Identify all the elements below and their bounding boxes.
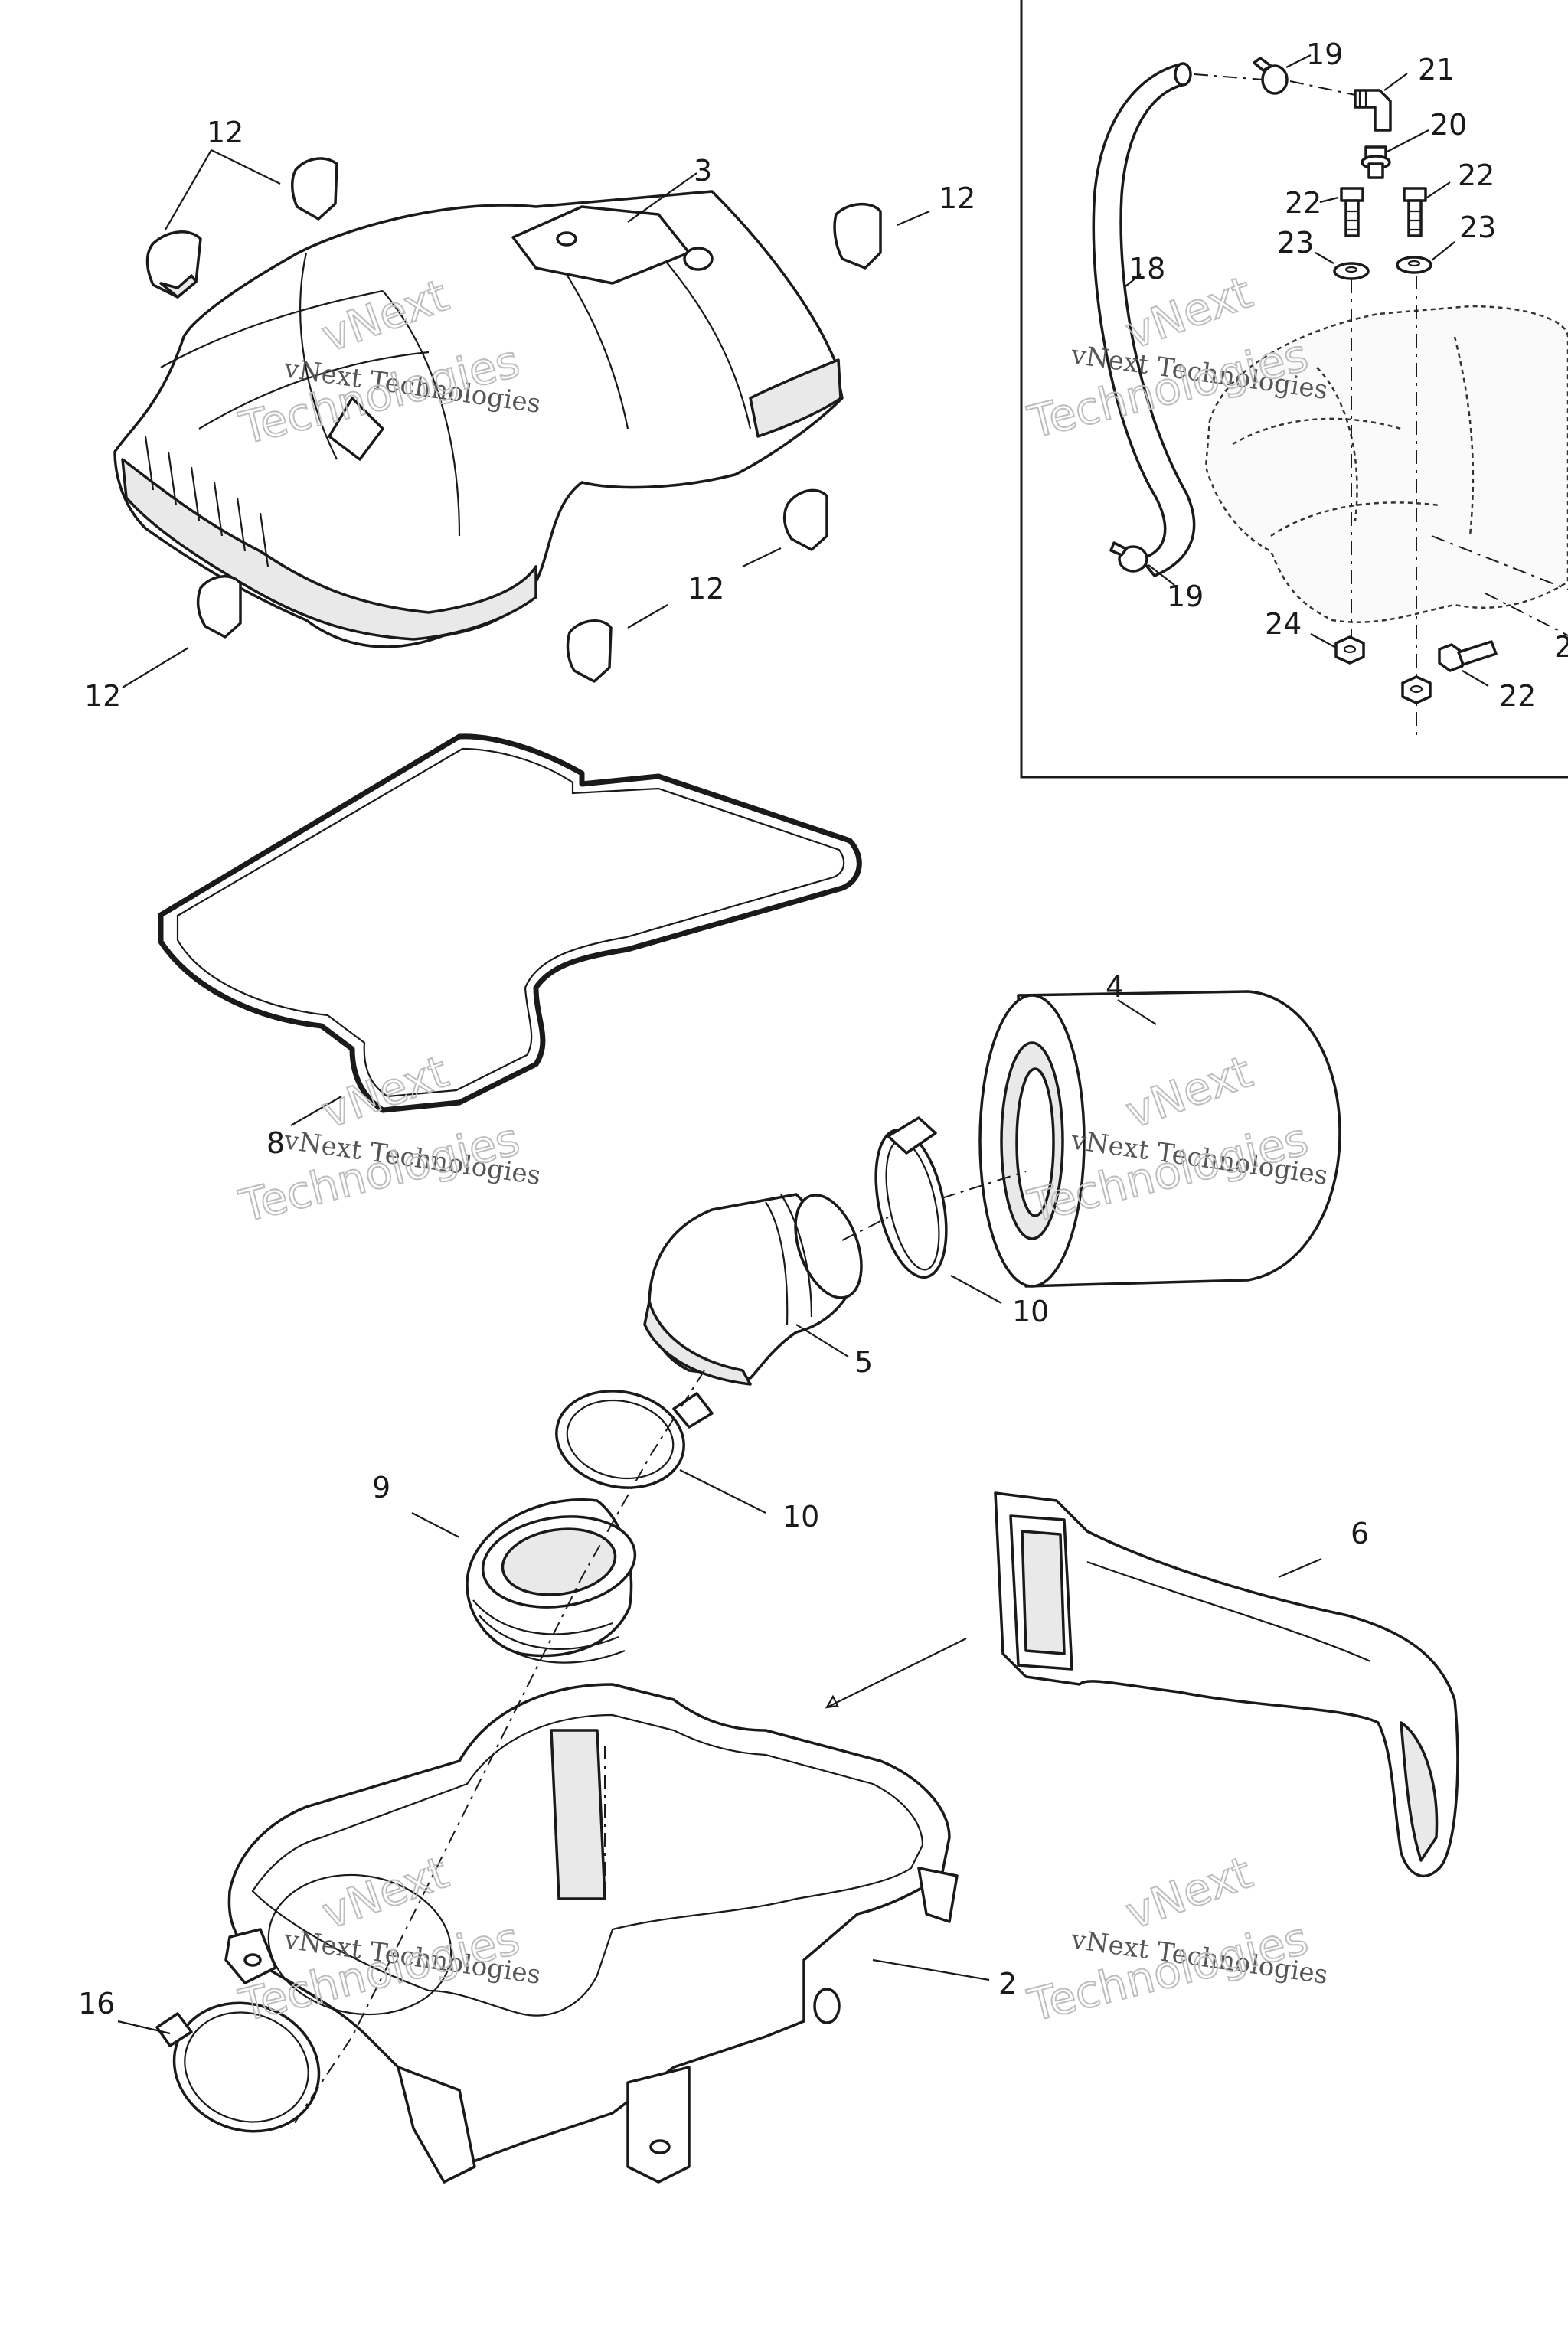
- callout-labels: 12 3 12 12 12 19 21 20 22 22 23 23 18 19…: [78, 38, 1568, 2020]
- callout-22: 22: [1499, 679, 1536, 713]
- air-filter: [978, 990, 1341, 1288]
- callout-9: 9: [372, 1471, 390, 1504]
- callout-10: 10: [782, 1500, 819, 1534]
- nut-icon: [1334, 635, 1365, 665]
- hose-clamp: [555, 1390, 714, 1489]
- gasket: [158, 733, 862, 1113]
- callout-2-partial: 2: [1554, 630, 1568, 664]
- callout-19: 19: [1306, 38, 1343, 71]
- airbox-cover: [113, 190, 844, 648]
- washer-icon: [1333, 262, 1370, 280]
- callout-12: 12: [84, 679, 121, 713]
- airbox-base: [224, 1683, 959, 2184]
- callout-24: 24: [1265, 607, 1302, 641]
- clip-icon: [196, 575, 242, 639]
- callout-21: 21: [1418, 53, 1455, 87]
- callout-2: 2: [998, 1967, 1017, 2001]
- clip-icon: [145, 230, 202, 299]
- callout-20: 20: [1430, 108, 1467, 142]
- grommet: [1361, 145, 1391, 179]
- clip-icon: [782, 488, 828, 551]
- clip-icon: [833, 202, 882, 270]
- callout-8: 8: [266, 1126, 285, 1160]
- breather-hose: [1092, 63, 1196, 577]
- callout-23: 23: [1459, 211, 1496, 244]
- svg-text:vNext: vNext: [1119, 1846, 1259, 1939]
- throttle-body-adapter: [466, 1498, 637, 1664]
- callout-16: 16: [78, 1987, 115, 2020]
- callout-10: 10: [1012, 1295, 1049, 1328]
- washer-icon: [1396, 256, 1432, 274]
- callout-19: 19: [1167, 580, 1204, 613]
- svg-text:Technologies: Technologies: [1023, 1912, 1313, 2031]
- nut-icon: [1401, 675, 1432, 704]
- callout-6: 6: [1351, 1517, 1369, 1550]
- bolt-icon: [1403, 187, 1427, 237]
- callout-4: 4: [1106, 970, 1124, 1004]
- intake-elbow: [643, 1193, 863, 1386]
- clamp-icon: [1253, 57, 1289, 95]
- callout-23: 23: [1277, 226, 1314, 260]
- callout-22: 22: [1458, 158, 1494, 192]
- callout-22: 22: [1285, 186, 1321, 220]
- callout-3: 3: [694, 154, 712, 188]
- callout-12: 12: [207, 116, 243, 149]
- callout-12: 12: [688, 572, 724, 606]
- clip-icon: [566, 619, 612, 683]
- callout-5: 5: [854, 1345, 873, 1379]
- hose-clamp: [155, 2001, 321, 2133]
- hose-clamp: [874, 1116, 948, 1279]
- leader-lines: [117, 149, 1322, 2035]
- callout-18: 18: [1129, 252, 1165, 286]
- callout-12: 12: [939, 181, 975, 215]
- clamp-icon: [1109, 541, 1148, 573]
- bolt-icon: [1438, 640, 1498, 672]
- clip-icon: [291, 157, 338, 220]
- elbow-fitting: [1354, 89, 1392, 132]
- inset-detail-view: [1020, 0, 1568, 779]
- intake-duct: [994, 1491, 1459, 1877]
- bolt-icon: [1340, 187, 1364, 237]
